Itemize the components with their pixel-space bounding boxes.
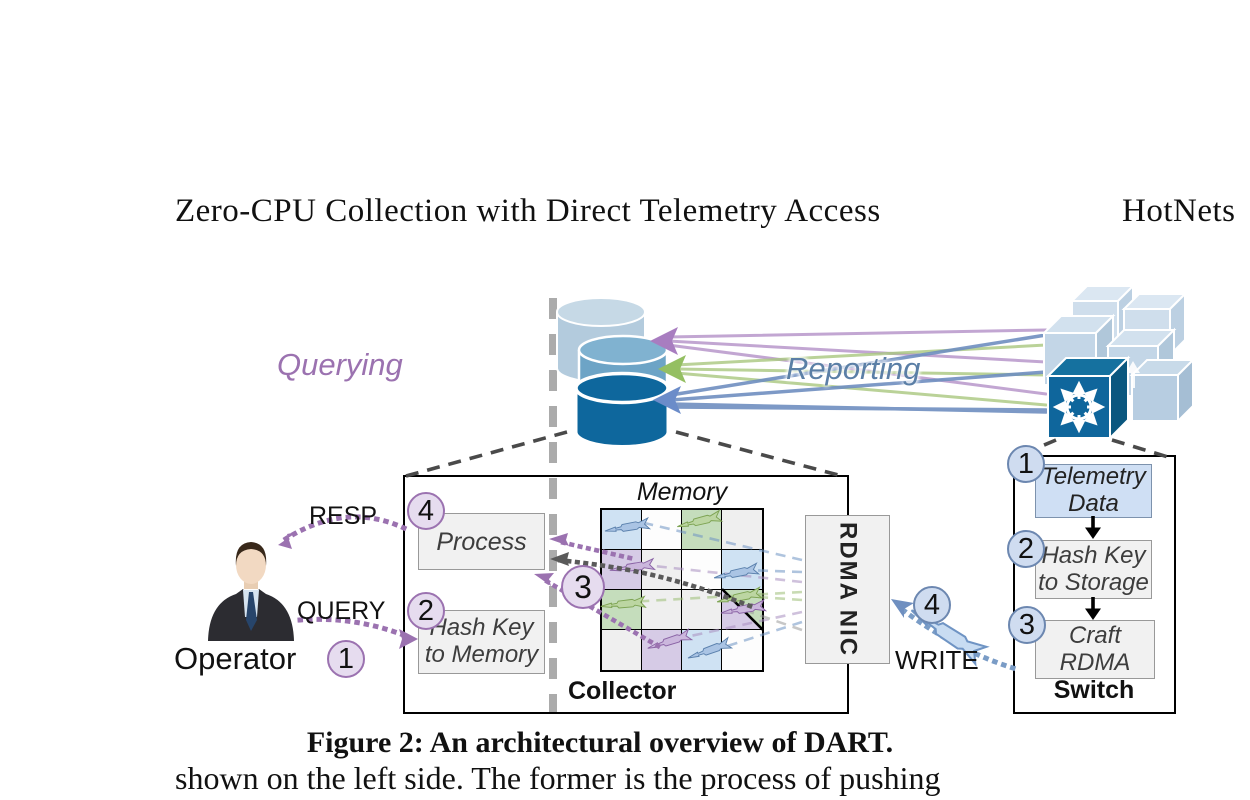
craft-rdma-box: Craft RDMA [1035, 620, 1155, 679]
rdma-nic-label: RDMA NIC [834, 521, 862, 658]
hash-key-storage-line2: to Storage [1038, 568, 1149, 596]
operator-label: Operator [174, 641, 297, 676]
telemetry-line1: Telemetry [1041, 463, 1146, 491]
step-circle-report-4: 4 [913, 586, 951, 624]
step-circle-query-3: 3 [561, 565, 605, 609]
switch-label: Switch [1053, 676, 1135, 704]
step-circle-query-4: 4 [407, 492, 445, 530]
step-circle-query-1: 1 [327, 640, 365, 678]
step-circle-report-3: 3 [1008, 606, 1046, 644]
telemetry-data-box: Telemetry Data [1035, 463, 1152, 518]
down-arrow-icon [1085, 516, 1101, 539]
hash-key-memory-line1: Hash Key [429, 614, 534, 642]
memory-label: Memory [636, 478, 728, 506]
craft-rdma-line2: RDMA [1059, 648, 1131, 676]
body-text: shown on the left side. The former is th… [175, 760, 941, 796]
hash-key-memory-line2: to Memory [424, 641, 539, 668]
telemetry-line2: Data [1068, 490, 1119, 517]
reporting-label: Reporting [786, 351, 921, 386]
resp-label: RESP [309, 502, 378, 530]
rdma-nic-box: RDMA NIC [805, 515, 890, 664]
step-circle-report-2: 2 [1007, 530, 1045, 568]
step-circle-report-1: 1 [1007, 445, 1045, 483]
step-circle-query-2: 2 [407, 592, 445, 630]
down-arrow-icon [1085, 597, 1101, 620]
querying-label: Querying [277, 347, 403, 382]
figure-caption: Figure 2: An architectural overview of D… [306, 726, 894, 759]
collector-label: Collector [568, 677, 677, 705]
process-label: Process [436, 527, 527, 556]
hash-key-storage-box: Hash Key to Storage [1035, 540, 1152, 599]
page-header-right: HotNets [1122, 193, 1236, 229]
query-label: QUERY [297, 597, 386, 625]
hash-key-storage-line1: Hash Key [1041, 541, 1146, 569]
craft-rdma-line1: Craft [1068, 621, 1121, 649]
page-header-left: Zero-CPU Collection with Direct Telemetr… [175, 193, 881, 229]
write-label: WRITE [895, 645, 979, 675]
